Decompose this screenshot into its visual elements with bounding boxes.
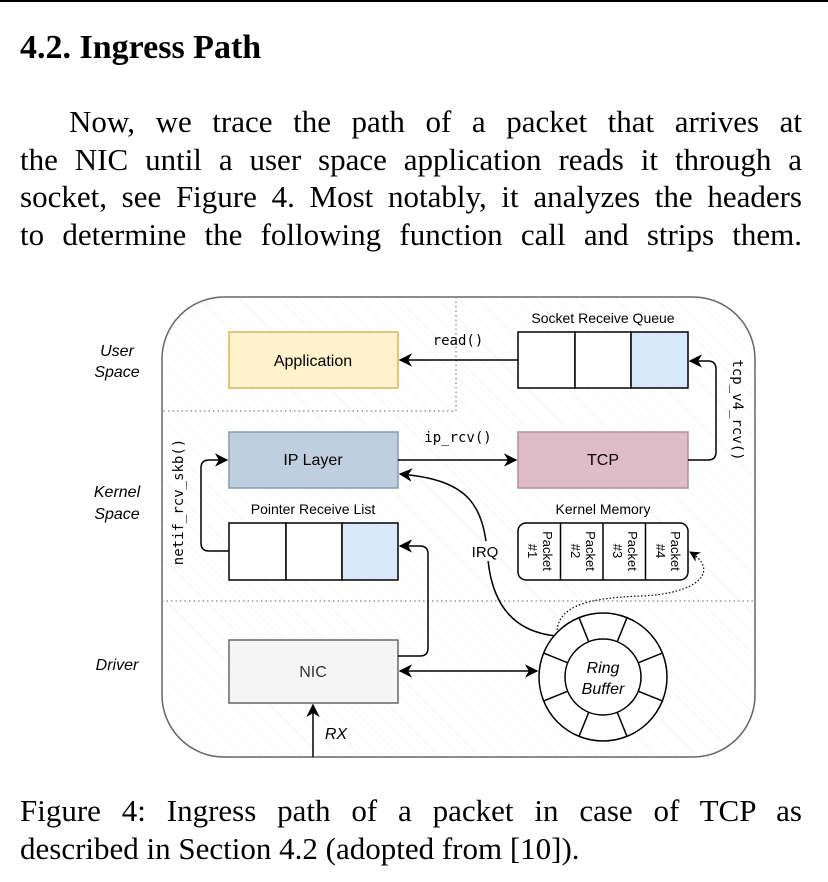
- paragraph-line: socket, see Figure 4. Most notably, it a…: [20, 179, 802, 214]
- nic-label: NIC: [299, 664, 327, 681]
- packet-cell-4: Packet #4: [653, 531, 683, 571]
- rx-label: RX: [325, 726, 349, 743]
- ring-spokes: [543, 617, 663, 737]
- ring-buffer-to-kernel-memory-arrow: [556, 551, 705, 631]
- region-label-kernel-space: Kernel: [94, 484, 141, 501]
- queue-cell: [574, 331, 632, 389]
- tcp-v4-rcv-arrow: [688, 354, 717, 461]
- queue-cell: [517, 331, 576, 389]
- ring-spoke: [578, 711, 590, 737]
- socket-receive-queue: [517, 331, 689, 389]
- ring-spoke: [616, 617, 628, 643]
- ring-spoke: [616, 711, 628, 737]
- figure-caption: Figure 4: Ingress path of a packet in ca…: [20, 792, 802, 868]
- ring-spoke: [637, 690, 663, 702]
- packet-label: Packet: [668, 531, 683, 571]
- region-label-kernel-space: Space: [94, 506, 139, 523]
- ingress-path-diagram: User Space Kernel Space Driver Applicati…: [94, 296, 756, 758]
- read-label: read(): [433, 333, 484, 349]
- kernel-memory-label: Kernel Memory: [556, 501, 651, 517]
- tcp-label: TCP: [587, 452, 619, 469]
- ring-spoke: [578, 617, 590, 643]
- ip-layer-box: [228, 431, 399, 489]
- pointer-receive-list-label: Pointer Receive List: [251, 501, 376, 517]
- list-cell: [285, 522, 343, 581]
- packet-label: Packet: [583, 531, 598, 571]
- pointer-receive-list: [228, 522, 399, 581]
- queue-cell-highlighted: [630, 331, 689, 389]
- caption-line: described in Section 4.2 (adopted from […: [20, 831, 580, 866]
- packet-number: #1: [525, 544, 540, 558]
- ring-buffer-inner: [564, 638, 642, 716]
- figure-4: User Space Kernel Space Driver Applicati…: [0, 280, 828, 770]
- paragraph-line: Now, we trace the path of a packet that …: [69, 104, 802, 139]
- packet-cell-2: Packet #2: [568, 531, 598, 571]
- top-rule: [0, 0, 828, 2]
- region-label-driver: Driver: [96, 657, 139, 674]
- list-cell-highlighted: [341, 522, 399, 581]
- tcp-v4-rcv-label: tcp_v4_rcv(): [729, 359, 745, 460]
- region-label-user-space: User: [100, 343, 134, 360]
- irq-label: IRQ: [472, 544, 499, 561]
- body-paragraph: Now, we trace the path of a packet that …: [20, 103, 802, 253]
- ip-layer-label: IP Layer: [283, 452, 343, 469]
- nic-to-pointer-list-arrow: [398, 539, 429, 657]
- irq-label-bg: [470, 541, 500, 561]
- packet-number: #3: [610, 544, 625, 558]
- packet-number: #2: [568, 544, 583, 558]
- netif-rcv-skb-arrow: [200, 453, 229, 552]
- application-label: Application: [274, 353, 352, 370]
- ring-spoke: [543, 690, 569, 702]
- user-space-boundary: [162, 297, 457, 412]
- application-box: [228, 331, 399, 389]
- packet-label: Packet: [625, 531, 640, 571]
- ring-spoke: [637, 652, 663, 664]
- list-cell: [228, 522, 287, 581]
- packet-label: Packet: [540, 531, 555, 571]
- paragraph-line: the NIC until a user space application r…: [20, 141, 802, 177]
- section-heading: 4.2. Ingress Path: [20, 29, 262, 66]
- packet-number: #4: [653, 544, 668, 558]
- ring-buffer-label: Buffer: [582, 681, 625, 698]
- ring-buffer-label: Ring: [587, 660, 620, 677]
- netif-rcv-skb-label: netif_rcv_skb(): [171, 439, 187, 565]
- socket-receive-queue-label: Socket Receive Queue: [531, 310, 674, 326]
- packet-cell-3: Packet #3: [610, 531, 640, 571]
- ring-spoke: [543, 652, 569, 664]
- region-label-user-space: Space: [94, 364, 139, 381]
- kernel-memory: Packet #1 Packet #2 Packet #3 Packet #4: [517, 522, 689, 581]
- packet-cell-1: Packet #1: [525, 531, 555, 571]
- ring-buffer: Ring Buffer: [538, 612, 668, 742]
- caption-line: Figure 4: Ingress path of a packet in ca…: [20, 793, 802, 828]
- nic-box: [228, 639, 399, 704]
- ip-rcv-label: ip_rcv(): [424, 430, 491, 446]
- paragraph-line: to determine the following function call…: [20, 216, 802, 252]
